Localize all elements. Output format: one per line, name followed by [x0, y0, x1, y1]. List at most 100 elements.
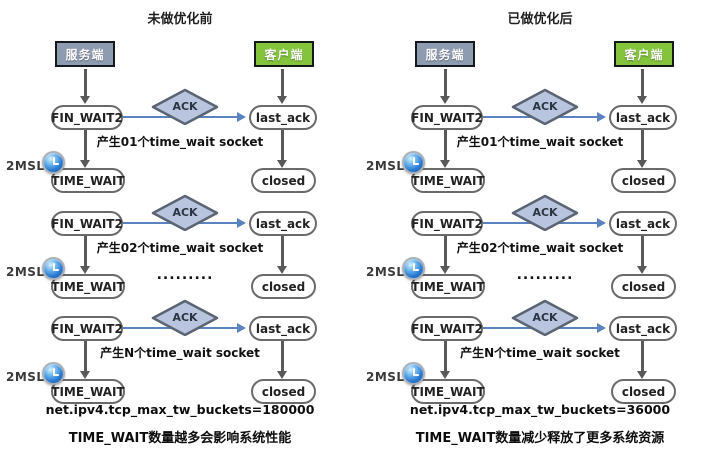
flow-row: ACK FIN_WAIT2 last_ack 产生N个time_wait soc…: [0, 299, 360, 418]
fin-wait2-node: FIN_WAIT2: [411, 316, 483, 341]
client-node: 客户端: [614, 41, 674, 67]
ack-diamond: ACK: [150, 298, 220, 336]
closed-node: closed: [251, 274, 316, 299]
down-arrow-line: [444, 236, 447, 267]
time-wait-note: 产生01个time_wait socket: [96, 135, 264, 149]
fin-wait2-node: FIN_WAIT2: [51, 316, 123, 341]
closed-node: closed: [611, 379, 676, 404]
ack-arrowhead-icon: [237, 218, 246, 228]
msl-label: 2MSL: [6, 159, 45, 173]
closed-node: closed: [251, 379, 316, 404]
down-arrowhead-icon: [80, 371, 90, 379]
ack-label: ACK: [172, 310, 198, 324]
down-arrowhead-icon: [277, 96, 287, 104]
down-arrowhead-icon: [440, 160, 450, 168]
down-arrow-line: [281, 130, 284, 161]
diagram-title: 已做优化后: [507, 12, 573, 27]
closed-node: closed: [251, 168, 316, 193]
server-node: 服务端: [415, 41, 475, 67]
clock-icon: [402, 151, 425, 174]
ack-diamond: ACK: [510, 193, 580, 231]
sysctl-config-text: net.ipv4.tcp_max_tw_buckets=180000: [45, 402, 315, 417]
down-arrow-line: [641, 69, 644, 96]
ack-diamond: ACK: [510, 298, 580, 336]
down-arrowhead-icon: [80, 160, 90, 168]
client-node: 客户端: [254, 41, 314, 67]
down-arrowhead-icon: [277, 266, 287, 274]
msl-label: 2MSL: [6, 370, 45, 384]
down-arrowhead-icon: [440, 266, 450, 274]
last-ack-node: last_ack: [609, 211, 677, 236]
flow-row: ACK FIN_WAIT2 last_ack 产生N个time_wait soc…: [360, 299, 720, 418]
ack-label: ACK: [532, 205, 558, 219]
down-arrow-line: [281, 341, 284, 372]
down-arrow-line: [641, 341, 644, 372]
down-arrow-line: [281, 236, 284, 267]
msl-label: 2MSL: [366, 159, 405, 173]
down-arrowhead-icon: [637, 160, 647, 168]
down-arrow-line: [444, 341, 447, 372]
diagram-title: 未做优化前: [147, 12, 213, 27]
down-arrow-line: [281, 69, 284, 96]
down-arrowhead-icon: [277, 160, 287, 168]
flow-row: ACK FIN_WAIT2 last_ack 产生02个time_wait so…: [360, 194, 720, 313]
down-arrowhead-icon: [440, 371, 450, 379]
ack-diamond: ACK: [150, 193, 220, 231]
down-arrow-line: [84, 236, 87, 267]
down-arrowhead-icon: [637, 371, 647, 379]
diagram-after: 已做优化后 服务端 客户端 ACK FIN_WAIT2 last_ack 产生0…: [360, 0, 720, 452]
summary-caption: TIME_WAIT数量减少释放了更多系统资源: [415, 431, 665, 446]
flow-row: ACK FIN_WAIT2 last_ack 产生02个time_wait so…: [0, 194, 360, 313]
fin-wait2-node: FIN_WAIT2: [411, 211, 483, 236]
flow-row: ACK FIN_WAIT2 last_ack 产生01个time_wait so…: [360, 88, 720, 207]
down-arrow-line: [444, 130, 447, 161]
msl-label: 2MSL: [366, 265, 405, 279]
down-arrow-line: [641, 130, 644, 161]
down-arrow-line: [84, 69, 87, 96]
sysctl-config-text: net.ipv4.tcp_max_tw_buckets=36000: [409, 402, 671, 417]
last-ack-node: last_ack: [609, 105, 677, 130]
time-wait-node: TIME_WAIT: [411, 168, 485, 193]
time-wait-node: TIME_WAIT: [51, 168, 125, 193]
down-arrowhead-icon: [80, 266, 90, 274]
clock-icon: [402, 362, 425, 385]
time-wait-note: 产生02个time_wait socket: [96, 241, 264, 255]
down-arrow-line: [84, 341, 87, 372]
ack-arrowhead-icon: [237, 112, 246, 122]
last-ack-node: last_ack: [609, 316, 677, 341]
ack-arrowhead-icon: [237, 323, 246, 333]
clock-icon: [42, 151, 65, 174]
ellipsis: .........: [516, 267, 574, 283]
ack-label: ACK: [172, 99, 198, 113]
time-wait-note: 产生N个time_wait socket: [460, 346, 620, 360]
ack-arrowhead-icon: [597, 112, 606, 122]
time-wait-note: 产生02个time_wait socket: [456, 241, 624, 255]
closed-node: closed: [611, 168, 676, 193]
down-arrowhead-icon: [80, 96, 90, 104]
time-wait-node: TIME_WAIT: [411, 379, 485, 404]
msl-label: 2MSL: [6, 265, 45, 279]
fin-wait2-node: FIN_WAIT2: [51, 105, 123, 130]
ack-label: ACK: [172, 205, 198, 219]
msl-label: 2MSL: [366, 370, 405, 384]
time-wait-node: TIME_WAIT: [51, 274, 125, 299]
ack-label: ACK: [532, 99, 558, 113]
server-node: 服务端: [55, 41, 115, 67]
ack-diamond: ACK: [510, 87, 580, 125]
ellipsis: .........: [156, 267, 214, 283]
time-wait-note: 产生N个time_wait socket: [100, 346, 260, 360]
time-wait-node: TIME_WAIT: [411, 274, 485, 299]
last-ack-node: last_ack: [249, 211, 317, 236]
fin-wait2-node: FIN_WAIT2: [411, 105, 483, 130]
last-ack-node: last_ack: [249, 105, 317, 130]
clock-icon: [42, 257, 65, 280]
fin-wait2-node: FIN_WAIT2: [51, 211, 123, 236]
down-arrowhead-icon: [637, 96, 647, 104]
flow-row: ACK FIN_WAIT2 last_ack 产生01个time_wait so…: [0, 88, 360, 207]
last-ack-node: last_ack: [249, 316, 317, 341]
ack-arrowhead-icon: [597, 323, 606, 333]
time-wait-note: 产生01个time_wait socket: [456, 135, 624, 149]
down-arrowhead-icon: [277, 371, 287, 379]
down-arrow-line: [641, 236, 644, 267]
